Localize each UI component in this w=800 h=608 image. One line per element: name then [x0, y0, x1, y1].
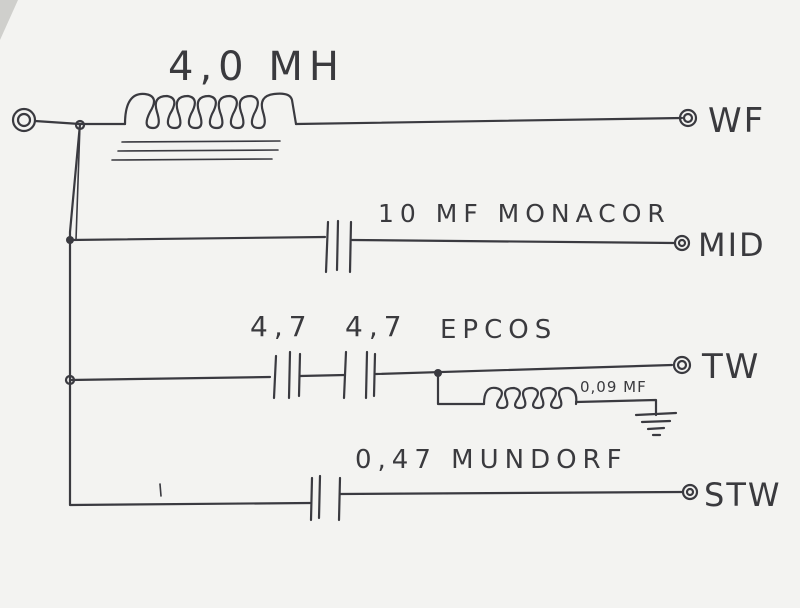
- stw-wire-out: [338, 490, 684, 496]
- wf-wire-out: [294, 116, 684, 126]
- cap-tw-brand-label: EPCOS: [440, 315, 557, 345]
- tw-capacitor-1-symbol: [272, 350, 302, 400]
- mid-terminal: [673, 234, 691, 252]
- mid-capacitor-symbol: [324, 219, 353, 274]
- stw-tick: [159, 483, 162, 497]
- mid-wire-in: [68, 235, 327, 242]
- tw-terminal: [672, 355, 692, 375]
- cap-mid-label: 10 MF MONACOR: [378, 199, 671, 228]
- tw-shunt-inductor-symbol: [436, 371, 658, 417]
- input-wire: [33, 119, 82, 126]
- main-inductor-symbol: [111, 92, 298, 161]
- tw-capacitor-2-symbol: [342, 350, 377, 400]
- output-stw-label: STW: [704, 476, 782, 514]
- wf-terminal: [678, 108, 698, 128]
- bus-upper-branch: [75, 123, 81, 241]
- inductor-main-label: 4,0 MH: [168, 44, 345, 90]
- cap-tw-1-label: 4,7: [250, 310, 313, 343]
- stw-terminal: [681, 483, 699, 501]
- tw-wire-in: [68, 375, 272, 382]
- output-wf-label: WF: [708, 101, 765, 141]
- inductor-tw-label: 0,09 MF: [580, 378, 647, 396]
- tw-wire-out: [374, 363, 674, 376]
- output-mid-label: MID: [698, 226, 766, 264]
- ground-icon: [634, 411, 678, 437]
- cap-tw-2-label: 4,7: [345, 310, 408, 343]
- output-tw-label: TW: [701, 347, 760, 387]
- mid-wire-out: [350, 238, 676, 245]
- tw-wire-between: [298, 373, 347, 378]
- cap-stw-label: 0,47 MUNDORF: [355, 445, 628, 475]
- stw-capacitor-symbol: [309, 474, 342, 522]
